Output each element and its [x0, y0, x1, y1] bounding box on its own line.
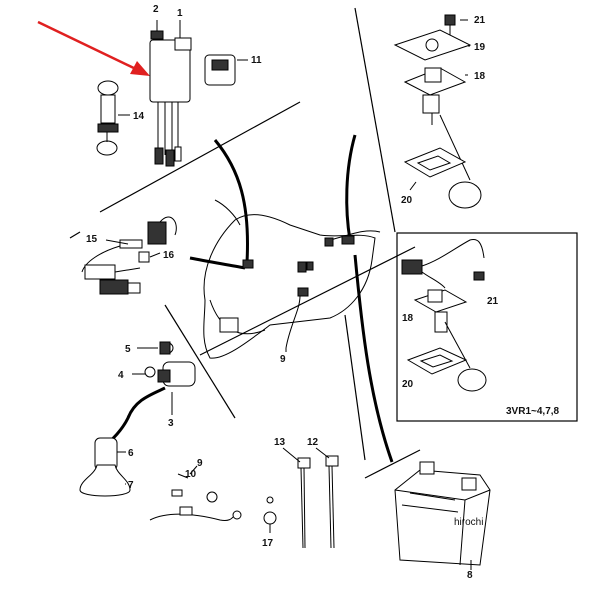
relay — [204, 54, 248, 86]
callout-3: 3 — [168, 418, 174, 429]
callout-6: 6 — [128, 448, 134, 459]
callout-12: 12 — [307, 437, 319, 448]
callout-7: 7 — [128, 480, 134, 491]
callout-21-inset: 21 — [487, 296, 499, 307]
watermark: hirochi — [454, 517, 483, 528]
plug-cap — [79, 437, 131, 497]
cdi-unit — [149, 37, 192, 167]
callout-8: 8 — [467, 570, 473, 581]
callout-13: 13 — [274, 437, 286, 448]
callout-14: 14 — [133, 111, 145, 122]
cable-ties — [263, 447, 339, 549]
red-arrow — [37, 20, 150, 76]
callout-21-top: 21 — [474, 15, 486, 26]
callout-4: 4 — [118, 370, 124, 381]
leader-lines — [285, 19, 470, 352]
callout-17: 17 — [262, 538, 274, 549]
callout-15: 15 — [86, 234, 98, 245]
callout-2: 2 — [153, 4, 159, 15]
callout-1: 1 — [177, 8, 183, 19]
battery — [394, 461, 491, 570]
ground-lead — [149, 465, 242, 521]
sub-harness — [81, 216, 177, 295]
callout-10: 10 — [185, 469, 197, 480]
scooter-outline — [203, 199, 381, 359]
inset-box — [396, 232, 578, 422]
callout-5: 5 — [125, 344, 131, 355]
bulb-socket — [96, 80, 130, 156]
callout-18-inset: 18 — [402, 313, 414, 324]
callout-19: 19 — [474, 42, 486, 53]
harness-curves — [189, 134, 394, 463]
section-dividers — [69, 7, 421, 479]
callout-9-body: 9 — [280, 354, 286, 365]
callout-labels: 2 1 11 14 15 16 9 5 4 3 6 7 9 10 13 12 1… — [86, 4, 560, 581]
fuel-sender-top — [393, 14, 482, 209]
callout-20-top: 20 — [401, 195, 413, 206]
callout-20-inset: 20 — [402, 379, 414, 390]
callout-18-top: 18 — [474, 71, 486, 82]
callout-9-ground: 9 — [197, 458, 203, 469]
callout-11: 11 — [251, 55, 262, 66]
callout-16: 16 — [163, 250, 175, 261]
inset-label: 3VR1~4,7,8 — [506, 406, 560, 417]
screw-2 — [150, 20, 181, 40]
ignition-coil — [105, 341, 196, 447]
